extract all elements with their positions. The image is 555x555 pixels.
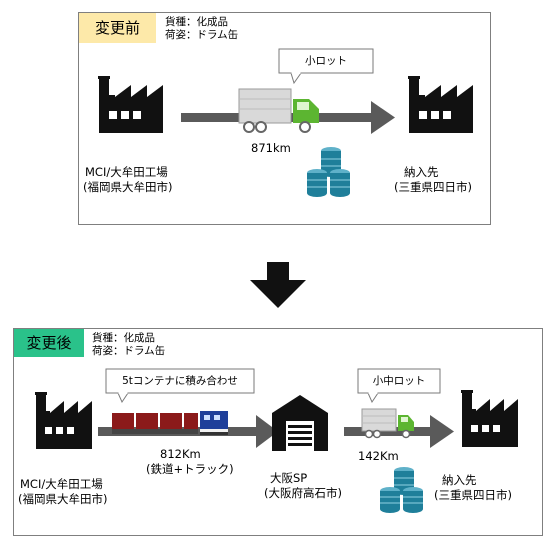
after-tag: 変更後 (14, 329, 84, 357)
rail-callout-label: 5tコンテナに積み合わせ (122, 375, 238, 387)
truck-icon (361, 408, 414, 439)
rail-mode-label: (鉄道+トラック) (146, 462, 234, 476)
freight-train-icon (112, 411, 228, 435)
destination-name: 納入先 (442, 473, 477, 487)
destination-name: 納入先 (404, 165, 439, 179)
rail-distance-label: 812Km (160, 447, 201, 461)
callout-bubble (278, 48, 374, 85)
truck-callout-label: 小中ロット (372, 375, 426, 387)
hub-location: (大阪府高石市) (264, 486, 342, 500)
destination-factory-icon (408, 76, 473, 133)
after-diagram (35, 368, 518, 513)
truck-icon (238, 88, 319, 133)
before-tag: 変更前 (79, 13, 156, 43)
after-packing: 荷姿：ドラム缶 (92, 345, 166, 357)
origin-location: (福岡県大牟田市) (83, 180, 173, 194)
drum-icon (307, 147, 350, 197)
before-panel: 変更前 貨種：化成品 荷姿：ドラム缶 (78, 12, 491, 225)
before-cargo-type: 貨種：化成品 (165, 16, 228, 28)
before-packing: 荷姿：ドラム缶 (165, 29, 239, 41)
warehouse-icon (272, 395, 328, 451)
before-diagram (98, 48, 473, 197)
truck-callout-bubble (357, 368, 441, 404)
destination-factory-icon (461, 390, 518, 447)
hub-name: 大阪SP (270, 471, 308, 485)
destination-location: (三重県四日市) (434, 488, 512, 502)
distance-label: 871km (251, 141, 291, 155)
destination-location: (三重県四日市) (394, 180, 472, 194)
drum-icon (380, 467, 423, 513)
origin-factory-icon (35, 392, 92, 449)
origin-name: MCI/大牟田工場 (20, 477, 103, 491)
callout-label: 小ロット (305, 55, 347, 67)
origin-location: (福岡県大牟田市) (18, 492, 108, 506)
origin-factory-icon (98, 76, 163, 133)
after-panel: 変更後 貨種：化成品 荷姿：ドラム缶 (13, 328, 543, 536)
down-arrow-icon (250, 262, 306, 308)
after-cargo-type: 貨種：化成品 (92, 332, 155, 344)
origin-name: MCI/大牟田工場 (85, 165, 168, 179)
rail-callout-bubble (105, 368, 255, 404)
truck-distance-label: 142Km (358, 449, 399, 463)
